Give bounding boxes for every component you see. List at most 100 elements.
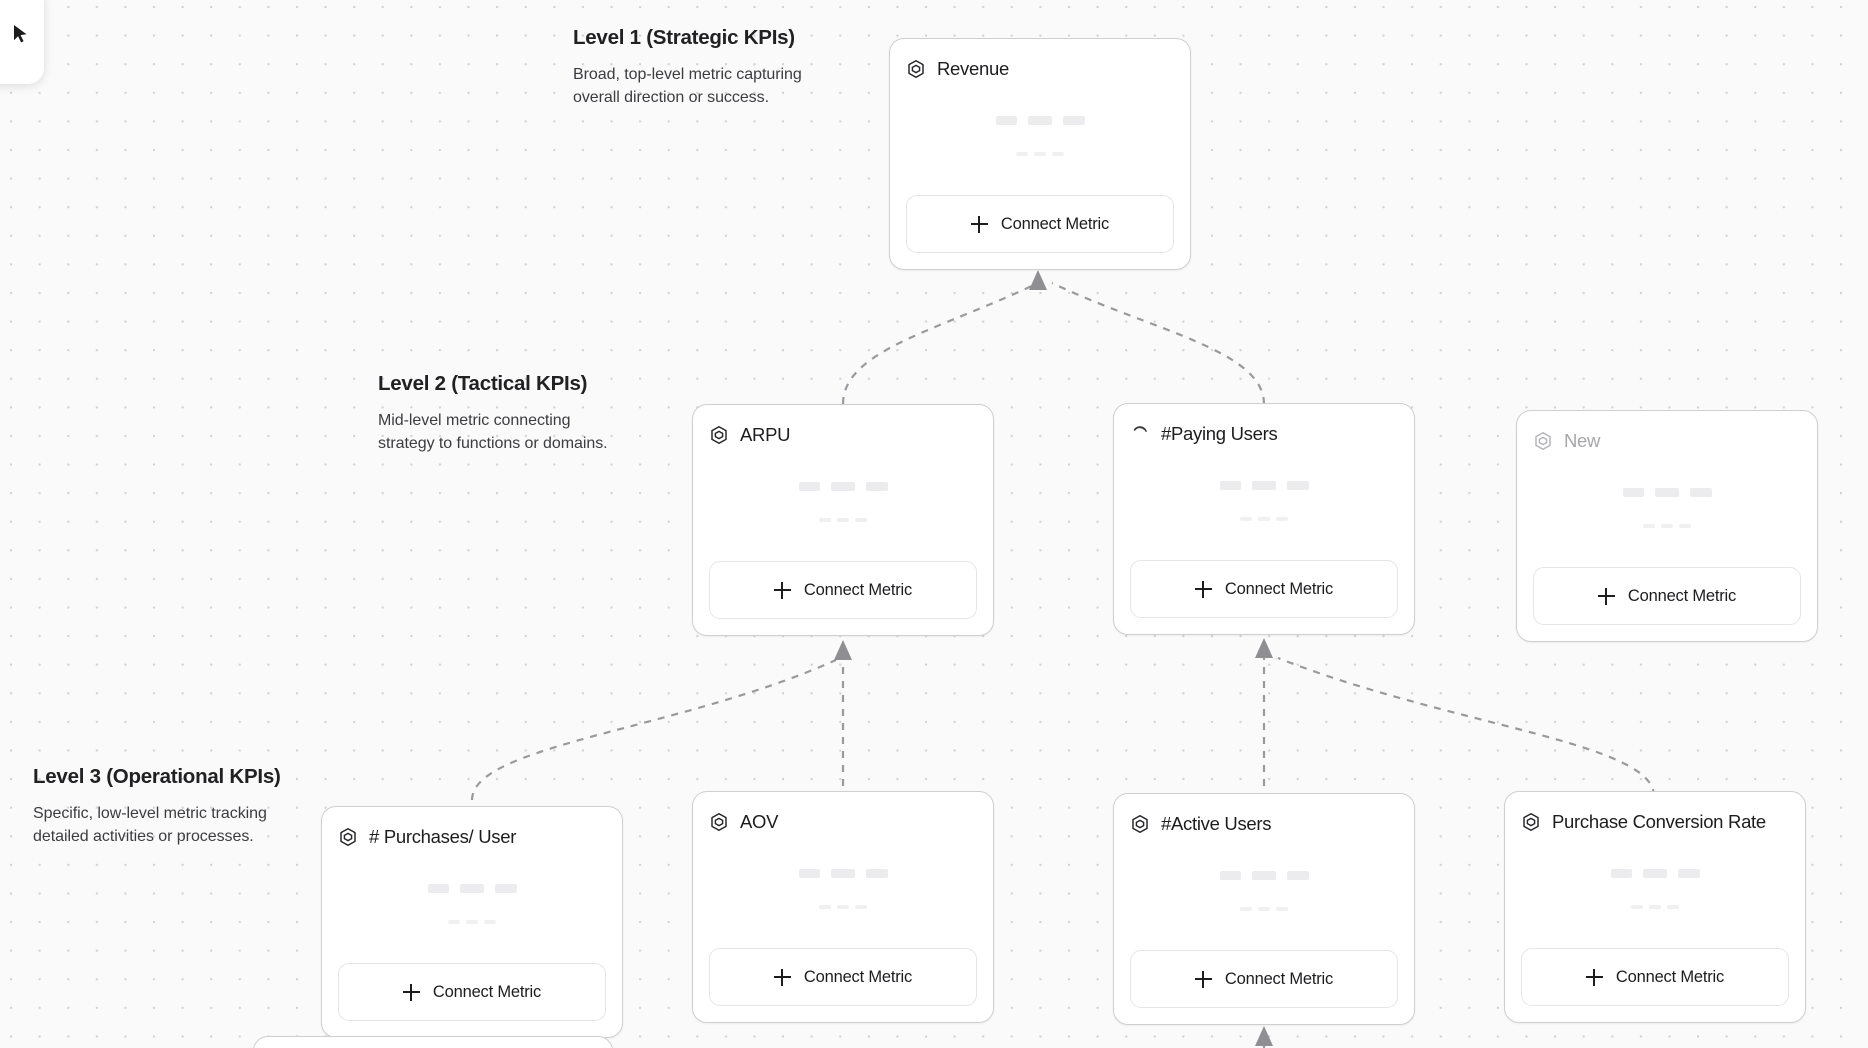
skeleton-bar <box>1052 151 1064 156</box>
cursor-pointer-icon[interactable] <box>10 23 32 45</box>
skeleton-row-secondary <box>1631 904 1679 909</box>
level-3-description-line-2: detailed activities or processes. <box>33 828 254 846</box>
skeleton-bar <box>819 904 831 909</box>
node-header: AOV <box>709 809 977 835</box>
skeleton-bar <box>448 919 460 924</box>
skeleton-bar <box>1034 151 1046 156</box>
skeleton-row-secondary <box>819 517 867 522</box>
level-1-description-line-2: overall direction or success. <box>573 89 769 107</box>
node-header: #Paying Users <box>1130 421 1398 447</box>
node-header: Purchase Conversion Rate <box>1521 809 1789 835</box>
metric-node-new[interactable]: New Connect Metric <box>1516 410 1818 642</box>
skeleton-bar <box>1062 115 1085 125</box>
skeleton-bar <box>1286 870 1309 880</box>
edge-conversion-to-paying-users <box>1277 656 1656 797</box>
canvas-toolbar[interactable] <box>0 0 44 84</box>
connect-metric-button[interactable]: Connect Metric <box>338 963 606 1021</box>
metric-node-paying-users[interactable]: #Paying Users Connect Metric <box>1113 403 1415 635</box>
skeleton-bar <box>427 883 449 893</box>
connect-metric-button[interactable]: Connect Metric <box>709 561 977 619</box>
node-title: #Paying Users <box>1161 422 1278 444</box>
connect-metric-label: Connect Metric <box>803 967 913 986</box>
edge-paying-users-to-revenue <box>1051 282 1266 405</box>
node-title: # Purchases/ User <box>369 825 517 847</box>
node-placeholder-body <box>709 448 977 561</box>
node-title: ARPU <box>740 423 791 445</box>
connect-metric-label: Connect Metric <box>1627 586 1737 605</box>
metric-node-aov[interactable]: AOV Connect Metric <box>692 791 994 1023</box>
connect-metric-button[interactable]: Connect Metric <box>1130 950 1398 1008</box>
skeleton-bar <box>1240 516 1252 521</box>
skeleton-bar <box>459 883 484 893</box>
node-placeholder-body <box>1130 447 1398 560</box>
skeleton-bar <box>1631 904 1643 909</box>
skeleton-bar <box>1610 868 1632 878</box>
loading-spinner-icon <box>1130 424 1150 444</box>
skeleton-row-primary <box>798 868 888 878</box>
node-placeholder-body <box>1521 835 1789 948</box>
connect-metric-button[interactable]: Connect Metric <box>1521 948 1789 1006</box>
skeleton-bar <box>855 904 867 909</box>
skeleton-bar <box>1661 523 1673 528</box>
level-2-title: Level 2 (Tactical KPIs) <box>378 372 588 395</box>
skeleton-row-primary <box>1219 870 1309 880</box>
node-placeholder-body <box>1533 454 1801 567</box>
connect-metric-label: Connect Metric <box>1000 214 1110 233</box>
connect-metric-button[interactable]: Connect Metric <box>906 195 1174 253</box>
metric-node-partial-offscreen[interactable] <box>253 1036 613 1048</box>
connect-metric-label: Connect Metric <box>1615 967 1725 986</box>
node-placeholder-body <box>906 82 1174 195</box>
skeleton-bar <box>865 868 888 878</box>
skeleton-bar <box>494 883 517 893</box>
metric-node-purchase-conversion-rate[interactable]: Purchase Conversion Rate Connect Metric <box>1504 791 1806 1023</box>
plus-icon <box>773 968 791 986</box>
connect-metric-button[interactable]: Connect Metric <box>709 948 977 1006</box>
skeleton-bar <box>466 919 478 924</box>
metric-node-purchases-per-user[interactable]: # Purchases/ User Connect Metric <box>321 806 623 1038</box>
node-header: # Purchases/ User <box>338 824 606 850</box>
skeleton-row-secondary <box>448 919 496 924</box>
skeleton-bar <box>1016 151 1028 156</box>
skeleton-bar <box>1251 480 1276 490</box>
skeleton-bar <box>830 481 855 491</box>
skeleton-bar <box>865 481 888 491</box>
connect-metric-button[interactable]: Connect Metric <box>1533 567 1801 625</box>
skeleton-bar <box>1679 523 1691 528</box>
skeleton-row-primary <box>1610 868 1700 878</box>
hexagon-metric-icon <box>1533 431 1553 451</box>
node-header: #Active Users <box>1130 811 1398 837</box>
node-header: New <box>1533 428 1801 454</box>
skeleton-bar <box>1258 516 1270 521</box>
skeleton-bar <box>1622 487 1644 497</box>
level-1-label: Level 1 (Strategic KPIs) Broad, top-leve… <box>573 26 843 110</box>
level-3-description-line-1: Specific, low-level metric tracking <box>33 804 267 822</box>
skeleton-row-secondary <box>1240 906 1288 911</box>
plus-icon <box>970 215 988 233</box>
node-title: Purchase Conversion Rate <box>1552 810 1766 832</box>
level-2-label: Level 2 (Tactical KPIs) Mid-level metric… <box>378 372 658 456</box>
skeleton-bar <box>1654 487 1679 497</box>
skeleton-bar <box>830 868 855 878</box>
plus-icon <box>1597 587 1615 605</box>
node-placeholder-body <box>338 850 606 963</box>
skeleton-row-primary <box>995 115 1085 125</box>
skeleton-bar <box>1667 904 1679 909</box>
skeleton-row-primary <box>427 883 517 893</box>
node-title: #Active Users <box>1161 812 1272 834</box>
skeleton-row-primary <box>1622 487 1712 497</box>
skeleton-bar <box>484 919 496 924</box>
plus-icon <box>402 983 420 1001</box>
level-3-label: Level 3 (Operational KPIs) Specific, low… <box>33 765 333 849</box>
hexagon-metric-icon <box>709 812 729 832</box>
skeleton-bar <box>855 517 867 522</box>
connect-metric-button[interactable]: Connect Metric <box>1130 560 1398 618</box>
metric-node-revenue[interactable]: Revenue Connect Metric <box>889 38 1191 270</box>
connect-metric-label: Connect Metric <box>432 982 542 1001</box>
plus-icon <box>773 581 791 599</box>
edge-arpu-to-revenue <box>841 270 1047 405</box>
metric-node-arpu[interactable]: ARPU Connect Metric <box>692 404 994 636</box>
metric-node-active-users[interactable]: #Active Users Connect Metric <box>1113 793 1415 1025</box>
level-1-description: Broad, top-level metric capturing overal… <box>573 63 843 110</box>
hexagon-metric-icon <box>709 425 729 445</box>
